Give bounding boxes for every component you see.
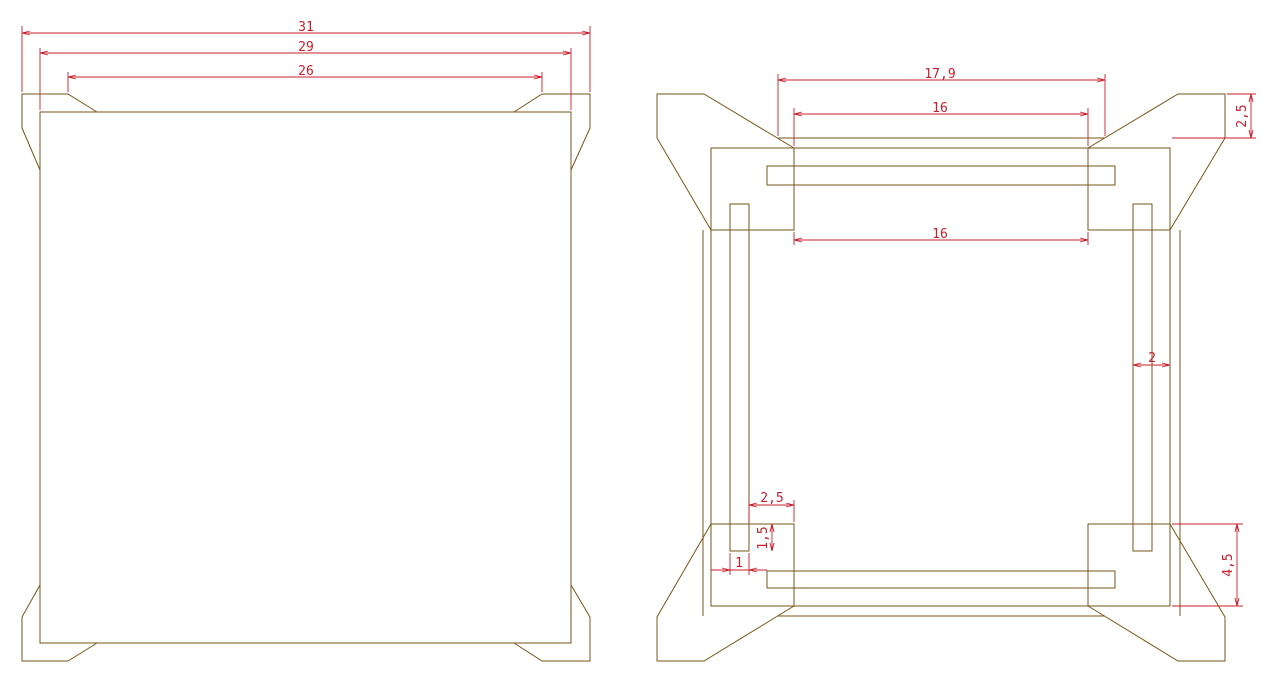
top-view-outline [656,93,1226,662]
dimension-2-5-corner-label: 2,5 [1235,104,1250,127]
dimension-16-upper-label: 16 [932,101,948,116]
dimension-4-5-corner: 4,5 [1172,523,1243,607]
dimension-2-5-notch: 2,5 [748,491,795,522]
dimension-31: 31 [21,20,591,92]
dimension-1-offset: 1 [711,553,767,575]
dimension-2-5-notch-label: 2,5 [760,491,783,506]
dimension-16-upper: 16 [793,101,1089,146]
dimension-17-9: 17,9 [777,67,1106,136]
dimension-29: 29 [39,40,572,110]
dimension-16-lower: 16 [793,227,1089,245]
front-view-outline [21,93,591,662]
dimension-26: 26 [67,64,543,92]
dimension-31-label: 31 [298,20,314,35]
front-view: 31 29 26 [21,20,591,662]
dimension-1-5-notch: 1,5 [756,523,775,552]
dimension-16-lower-label: 16 [932,227,948,242]
dimension-1-5-notch-label: 1,5 [756,526,771,549]
dimension-4-5-corner-label: 4,5 [1221,553,1236,576]
dimension-17-9-label: 17,9 [924,67,955,82]
dimension-2-post-label: 2 [1148,351,1156,366]
dimension-1-offset-label: 1 [735,556,743,571]
dimension-2-5-corner: 2,5 [1172,93,1256,139]
dimension-29-label: 29 [298,40,314,55]
dimension-26-label: 26 [298,64,314,79]
dimension-2-post: 2 [1132,351,1171,368]
top-view: 17,9 16 16 2,5 [656,67,1256,662]
